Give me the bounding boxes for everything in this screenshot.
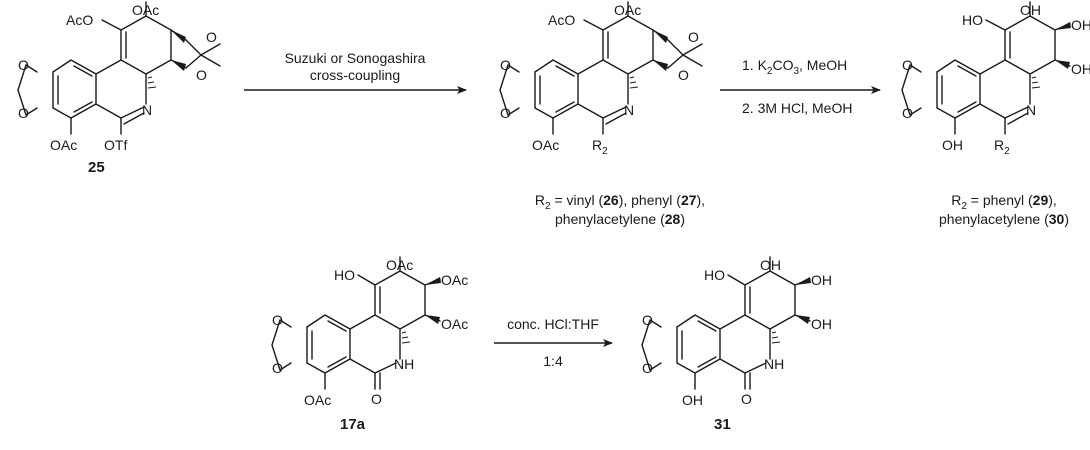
molecule-26-28: O O OAc AcO O O N OAc R2 <box>499 1 703 157</box>
molecule-17a: O O OAc HO OAc OAc NH O OAc 17a <box>271 256 468 433</box>
label-oac-bottom: OAc <box>50 137 77 153</box>
label-oac-bottom: OAc <box>304 392 331 408</box>
caption-29-30-line-2: phenylacetylene (30) <box>939 211 1069 227</box>
label-oac-right-2: OAc <box>441 316 468 332</box>
dioxole-o-top: O <box>902 57 913 73</box>
label-ho-left: HO <box>704 267 725 283</box>
molecule-31: O O OH HO OH OH NH O OH 31 <box>641 256 832 433</box>
label-oh-top: OH <box>1020 2 1041 18</box>
label-oh-bottom: OH <box>942 137 963 153</box>
label-carbonyl-o: O <box>741 391 752 407</box>
molecule-25: O O OAc AcO O O N OAc OTf 25 <box>17 1 221 176</box>
compound-number-17a: 17a <box>340 416 366 433</box>
label-oh-right: OH <box>811 272 832 288</box>
dioxole-o-bottom: O <box>272 360 283 376</box>
arrow-1-condition-line-1: Suzuki or Sonogashira <box>285 50 426 66</box>
molecule-29-30: O O OH HO OH OH N OH R2 <box>901 1 1090 157</box>
label-otf: OTf <box>104 137 127 153</box>
dioxole-o-bottom: O <box>18 105 29 121</box>
label-oac-top: OAc <box>614 2 641 18</box>
caption-26-28-line-1: R2 = vinyl (26), phenyl (27), <box>535 192 705 212</box>
label-n: N <box>142 102 152 118</box>
compound-number-31: 31 <box>714 416 731 433</box>
label-oac-top: OAc <box>132 2 159 18</box>
label-acetonide-o-top: O <box>688 29 699 45</box>
arrow-3-condition-line-2: 1:4 <box>543 353 563 369</box>
label-ho-left: HO <box>334 267 355 283</box>
label-oh-bottom: OH <box>682 392 703 408</box>
label-oh-top: OH <box>760 257 781 273</box>
caption-29-30-line-1: R2 = phenyl (29), <box>951 192 1057 212</box>
dioxole-o-top: O <box>500 57 511 73</box>
dioxole-o-bottom: O <box>902 105 913 121</box>
label-oac-right: OAc <box>441 272 468 288</box>
label-nh: NH <box>394 356 414 372</box>
arrow-2-condition-line-2: 2. 3M HCl, MeOH <box>742 100 852 116</box>
arrow-2: 1. K2CO3, MeOH 2. 3M HCl, MeOH <box>720 57 881 116</box>
label-r2: R2 <box>592 137 608 157</box>
label-oh-right-2: OH <box>1071 61 1090 77</box>
label-aco-left: AcO <box>66 12 93 28</box>
dioxole-o-bottom: O <box>500 105 511 121</box>
arrow-3-condition-line-1: conc. HCl:THF <box>507 316 599 332</box>
arrow-3: conc. HCl:THF 1:4 <box>494 316 613 369</box>
label-oac-bottom: OAc <box>532 137 559 153</box>
compound-number-25: 25 <box>88 159 105 176</box>
dioxole-o-top: O <box>18 57 29 73</box>
arrow-1: Suzuki or Sonogashira cross-coupling <box>244 50 467 94</box>
dioxole-o-top: O <box>272 312 283 328</box>
label-n: N <box>1026 102 1036 118</box>
arrow-1-condition-line-2: cross-coupling <box>310 67 400 83</box>
arrow-2-condition-line-1: 1. K2CO3, MeOH <box>742 57 847 77</box>
label-acetonide-o-bottom: O <box>678 67 689 83</box>
dioxole-o-top: O <box>642 312 653 328</box>
label-nh: NH <box>764 356 784 372</box>
label-acetonide-o-top: O <box>206 29 217 45</box>
caption-26-28-line-2: phenylacetylene (28) <box>555 211 685 227</box>
label-carbonyl-o: O <box>371 391 382 407</box>
label-acetonide-o-bottom: O <box>196 67 207 83</box>
label-r2: R2 <box>994 137 1010 157</box>
dioxole-o-bottom: O <box>642 360 653 376</box>
label-aco-left: AcO <box>548 12 575 28</box>
label-n: N <box>624 102 634 118</box>
label-oh-right-2: OH <box>811 316 832 332</box>
label-ho-left: HO <box>962 12 983 28</box>
label-oac-top: OAc <box>386 257 413 273</box>
label-oh-right: OH <box>1071 17 1090 33</box>
